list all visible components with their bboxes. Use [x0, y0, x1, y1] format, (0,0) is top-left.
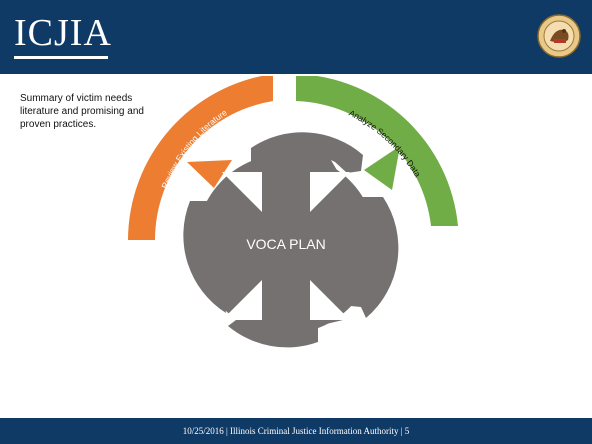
notch-bottom-left: [222, 280, 262, 320]
analyze-data-arrowhead: [364, 146, 400, 190]
footer-bar: 10/25/2016 | Illinois Criminal Justice I…: [0, 418, 592, 444]
review-literature-arc: [128, 76, 273, 240]
analyze-data-arc: [296, 76, 458, 226]
notch-bottom-right: [310, 280, 350, 320]
footer-text: 10/25/2016 | Illinois Criminal Justice I…: [182, 426, 410, 436]
header-divider: [0, 74, 592, 76]
notch-top-left: [222, 172, 262, 212]
voca-plan-diagram: Review Existing Literature Analyze Secon…: [128, 76, 458, 348]
center-label: VOCA PLAN: [246, 236, 325, 252]
header-bar: ICJIA: [0, 0, 592, 74]
logo-underline: [14, 56, 108, 59]
review-literature-arrowhead: [187, 160, 232, 188]
state-seal-icon: [537, 14, 581, 58]
notch-top-right: [310, 172, 350, 212]
summary-text: Summary of victim needs literature and p…: [20, 93, 144, 130]
voca-plan-core: [196, 154, 376, 334]
icjia-logo: ICJIA: [14, 12, 112, 54]
